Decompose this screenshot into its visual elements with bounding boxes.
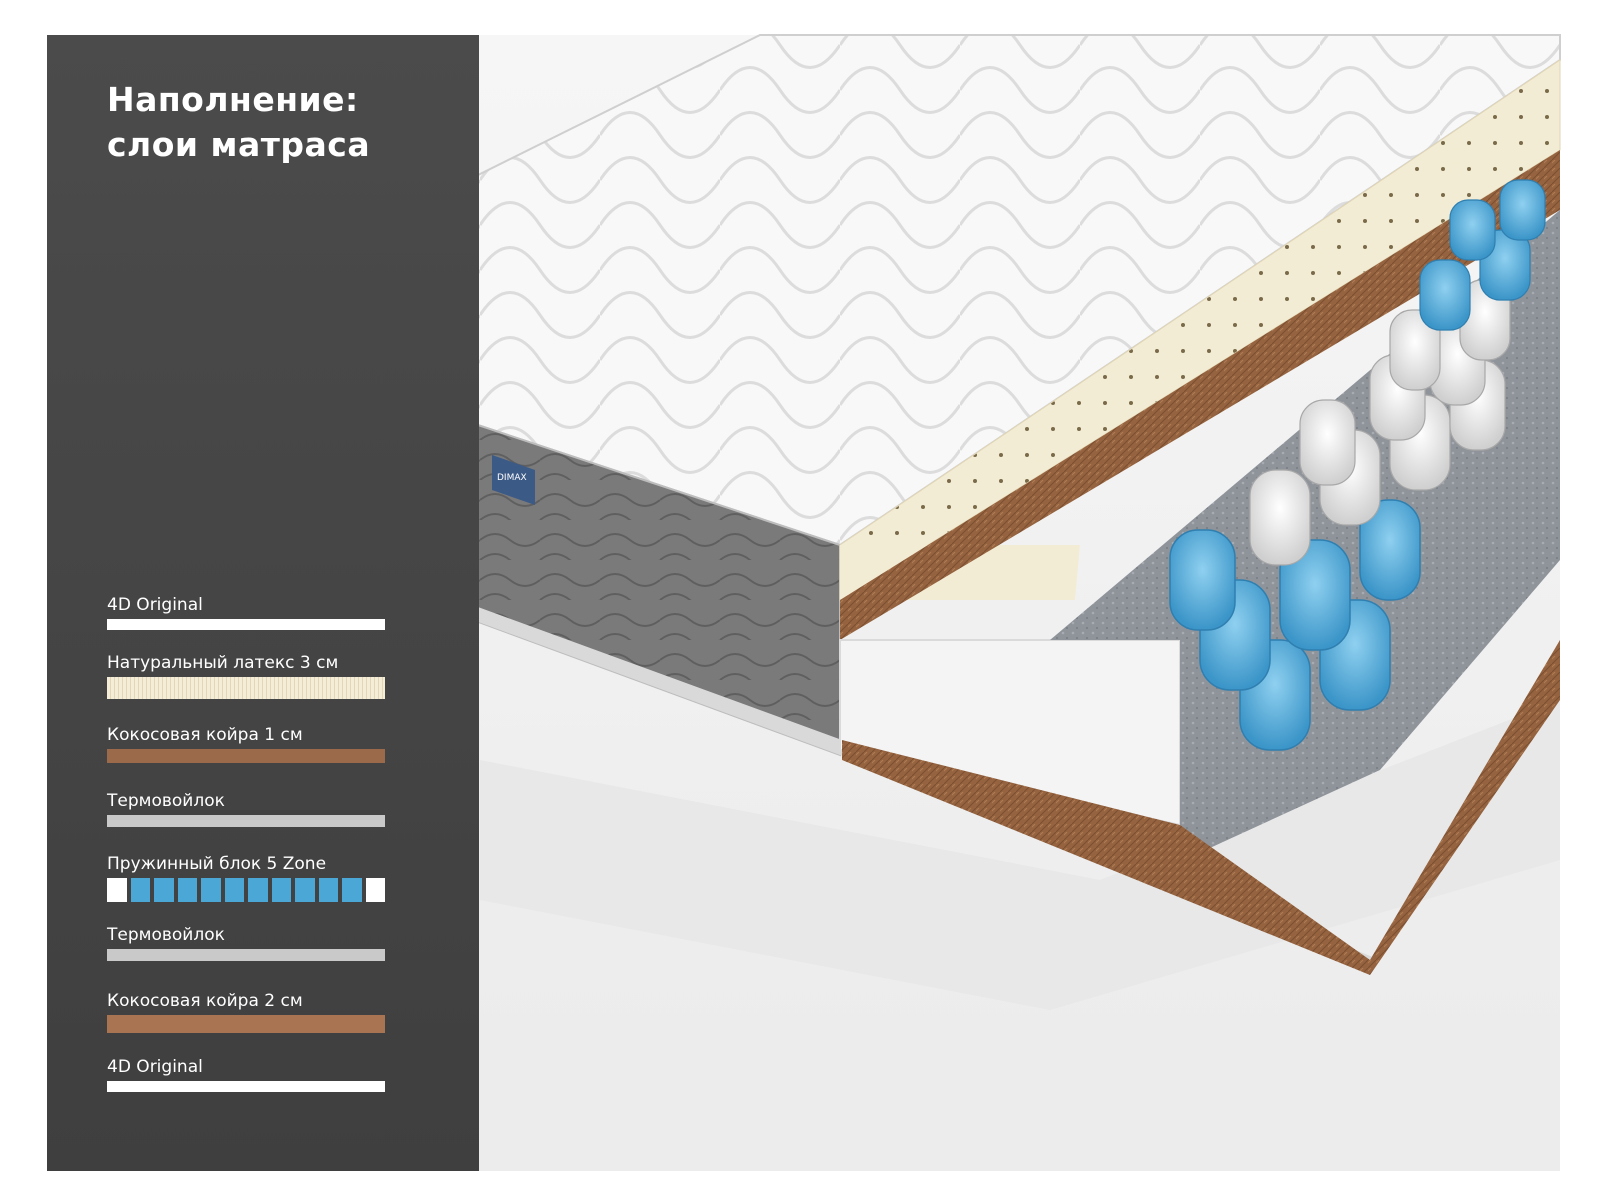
- layer-swatch-white: [107, 619, 385, 630]
- page-title: Наполнение: слои матраса: [107, 77, 447, 167]
- layer-swatch-white: [107, 1081, 385, 1092]
- layer-swatch-coir: [107, 749, 385, 763]
- layer-label: Кокосовая койра 1 см: [107, 725, 303, 745]
- layers-panel: Наполнение: слои матраса 4D Original Нат…: [47, 35, 479, 1171]
- layer-label: 4D Original: [107, 1057, 203, 1077]
- layer-item: Кокосовая койра 2 см: [107, 991, 385, 1033]
- title-line-2: слои матраса: [107, 125, 371, 164]
- layer-label: Термовойлок: [107, 925, 225, 945]
- layer-label: Натуральный латекс 3 см: [107, 653, 339, 673]
- layer-swatch-felt: [107, 815, 385, 827]
- layer-label: Термовойлок: [107, 791, 225, 811]
- layer-label: Кокосовая койра 2 см: [107, 991, 303, 1011]
- layer-label: 4D Original: [107, 595, 203, 615]
- brand-tag: DIMAX: [497, 473, 527, 483]
- layer-item: Пружинный блок 5 Zone: [107, 854, 385, 902]
- layer-swatch-spring: [107, 878, 385, 902]
- layer-item: Термовойлок: [107, 791, 385, 827]
- layer-swatch-coir: [107, 1015, 385, 1033]
- layer-item: Термовойлок: [107, 925, 385, 961]
- layer-label: Пружинный блок 5 Zone: [107, 854, 327, 874]
- layer-item: Кокосовая койра 1 см: [107, 725, 385, 763]
- title-line-1: Наполнение:: [107, 80, 359, 119]
- layer-item: Натуральный латекс 3 см: [107, 653, 385, 699]
- layer-item: 4D Original: [107, 1057, 385, 1092]
- layer-swatch-latex: [107, 677, 385, 699]
- layer-item: 4D Original: [107, 595, 385, 630]
- layer-swatch-felt: [107, 949, 385, 961]
